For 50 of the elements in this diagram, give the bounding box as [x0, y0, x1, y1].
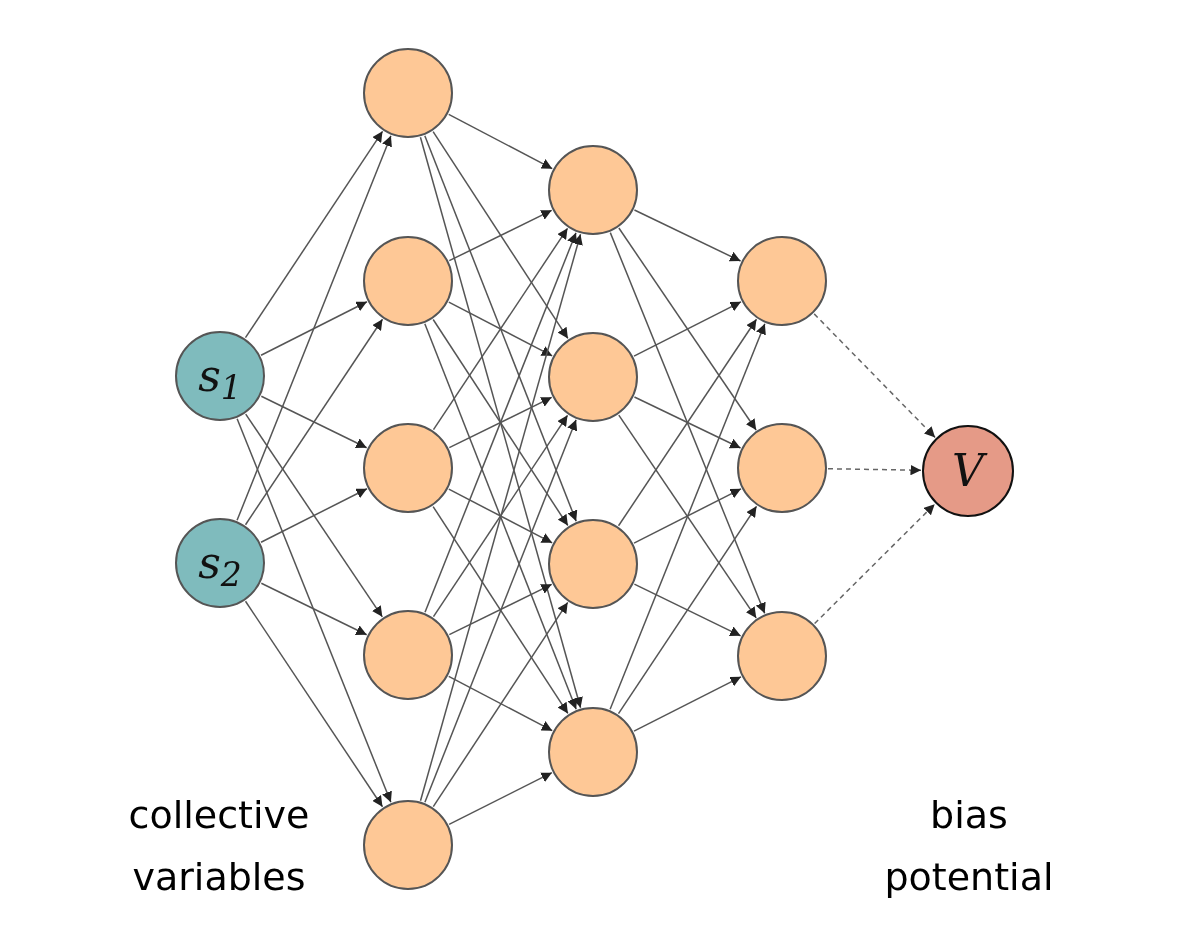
arrow	[633, 583, 742, 637]
arrow	[448, 396, 553, 449]
neuron-node	[363, 236, 453, 326]
arrow	[618, 414, 757, 619]
arrow	[260, 488, 368, 543]
neuron-node	[363, 423, 453, 513]
arrow	[419, 136, 583, 709]
caption-text: collective variables	[127, 792, 311, 901]
arrow	[617, 318, 758, 527]
arrow	[618, 227, 757, 431]
node-label: s$_{2}$	[198, 541, 242, 585]
arrow	[432, 227, 569, 431]
variable-node	[175, 331, 265, 421]
node-label: s$_{1}$	[198, 354, 242, 398]
arrow	[432, 505, 569, 715]
arrow	[260, 395, 368, 449]
neuron-node	[548, 332, 638, 422]
arrow	[448, 488, 553, 544]
arrow	[827, 464, 922, 476]
neuron-node	[737, 423, 827, 513]
arrow	[633, 488, 742, 544]
arrow	[448, 675, 553, 732]
arrow	[432, 414, 569, 618]
arrow	[432, 318, 569, 527]
arrow	[448, 301, 553, 357]
neuron-node	[363, 610, 453, 700]
variable-node	[922, 425, 1014, 517]
arrow	[813, 503, 936, 625]
caption-text: bias potential	[883, 792, 1055, 901]
arrow	[633, 301, 742, 357]
arrow	[448, 209, 553, 262]
arrow	[448, 113, 553, 170]
arrow	[244, 318, 384, 526]
arrow	[419, 233, 583, 802]
arrow	[448, 583, 553, 636]
arrow	[244, 413, 384, 618]
arrow	[244, 600, 384, 808]
arrow	[617, 505, 758, 715]
arrow	[260, 301, 368, 356]
neuron-node	[548, 519, 638, 609]
arrow	[432, 601, 569, 808]
arrow	[260, 582, 368, 636]
arrow	[813, 313, 936, 439]
variable-node	[175, 518, 265, 608]
arrow	[633, 209, 742, 262]
arrow	[244, 130, 384, 339]
arrow	[448, 771, 553, 826]
arrow	[432, 130, 569, 340]
arrow	[633, 396, 742, 449]
arrow	[633, 676, 742, 732]
